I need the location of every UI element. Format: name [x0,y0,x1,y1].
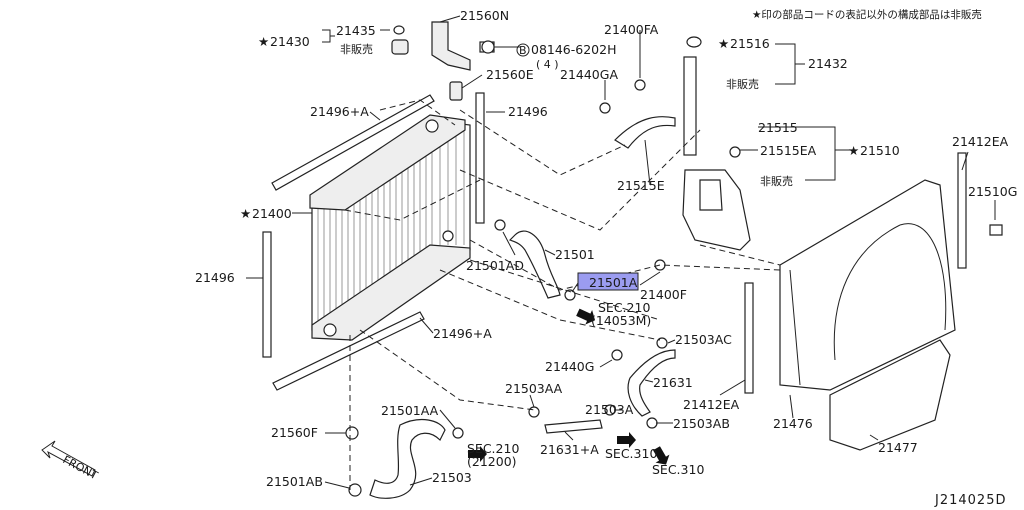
label-21477: 21477 [878,440,918,455]
star-21510: ★ [848,143,859,158]
seal-21496a-top [271,94,435,191]
label-21516: 21516 [730,36,770,51]
non-sale-note: ★印の部品コードの表記以外の構成部品は非販売 [752,8,982,21]
hose-21631a [544,419,603,434]
seal-21496-left [262,231,272,358]
star-21400: ★ [240,206,251,221]
leader-lines [246,15,996,489]
label-21400f: 21400F [640,287,687,302]
label-21501a: 21501A [589,275,638,290]
label-bolt-qty: ( 4 ) [536,58,559,71]
label-sec210-b: SEC.210 [467,441,519,456]
label-21440ga: 21440GA [560,67,618,82]
label-21503aa: 21503AA [505,381,563,396]
hose-21515 [614,116,676,149]
label-bolt-b: B [519,44,527,57]
label-21435: 21435 [336,23,376,38]
label-21510g: 21510G [968,184,1017,199]
label-21501ab: 21501AB [266,474,323,489]
label-21412ea-right: 21412EA [952,134,1009,149]
sec-arrows [468,308,670,465]
label-21501: 21501 [555,247,595,262]
fan-shroud-21476 [779,152,1003,391]
diagram-code: J214025D [934,493,1006,508]
label-21496a-bottom: 21496+A [433,326,492,341]
label-hihanbai-3: 非販売 [760,175,793,188]
label-sec310-a: SEC.310 [605,446,657,461]
star-21430: ★ [258,34,269,49]
label-21560n: 21560N [460,8,509,23]
label-21412ea-bottom: 21412EA [683,397,740,412]
bolt-08146 [479,40,495,54]
label-21430: 21430 [270,34,310,49]
label-21496-top: 21496 [508,104,548,119]
label-21400: 21400 [252,206,292,221]
hose-21503 [369,418,446,499]
label-21515: 21515 [758,120,798,135]
label-hihanbai-2: 非販売 [726,78,759,91]
label-21503ab: 21503AB [673,416,730,431]
label-21503: 21503 [432,470,472,485]
label-21440g: 21440G [545,359,594,374]
label-21560f: 21560F [271,425,318,440]
label-21400fa: 21400FA [604,22,659,37]
label-21560e: 21560E [486,67,534,82]
star-21516: ★ [718,36,729,51]
label-sec210-b-sub: (21200) [467,454,517,469]
part-labels: 21435 ★ 21430 非販売 21560N B 08146-6202H (… [195,8,1017,489]
label-sec310-b: SEC.310 [652,462,704,477]
label-08146: 08146-6202H [531,42,617,57]
clamps [345,79,741,497]
label-21432: 21432 [808,56,848,71]
label-hihanbai-1: 非販売 [340,43,373,56]
label-21631a: 21631+A [540,442,599,457]
label-sec210-a-sub: (14053M) [591,313,651,328]
front-label: FRONT [61,453,101,482]
highlight-21501a [577,272,639,291]
mount-21560e [449,81,463,101]
seal-21412ea-bottom [744,282,754,394]
label-21510: 21510 [860,143,900,158]
seal-21496-vert-top [475,92,485,224]
label-21476: 21476 [773,416,813,431]
radiator-cap [391,25,409,55]
hose-21501 [508,230,561,299]
label-21501aa: 21501AA [381,403,439,418]
label-21503a: 21503A [585,402,634,417]
label-21496-left: 21496 [195,270,235,285]
radiator-core [309,114,471,341]
front-arrow: FRONT [41,440,101,482]
bolt-b-circle [516,43,530,57]
bracket-21560n [431,21,471,71]
label-21515e: 21515E [617,178,665,193]
label-21631: 21631 [653,375,693,390]
label-21496a-top: 21496+A [310,104,369,119]
label-21501ad: 21501AD [466,258,524,273]
reservoir-tank-21510 [682,36,751,251]
seal-21496a-bottom [272,311,425,391]
label-21503ac: 21503AC [675,332,732,347]
lower-shroud-21477 [829,339,951,451]
label-sec210-a: SEC.210 [598,300,650,315]
hose-21631 [627,349,676,417]
label-21515ea: 21515EA [760,143,817,158]
